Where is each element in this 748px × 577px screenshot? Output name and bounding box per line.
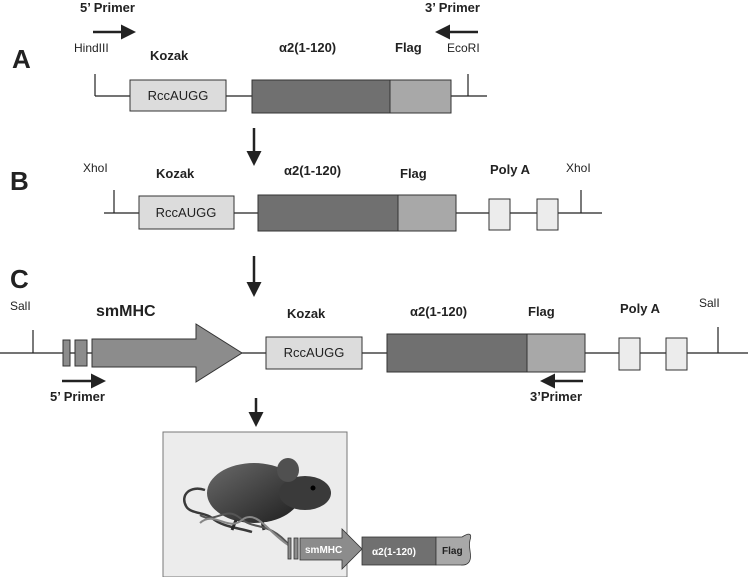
panel-b-flag-box xyxy=(397,194,457,232)
panel-c-polya-box-2 xyxy=(665,337,688,371)
mouse-body xyxy=(207,463,301,523)
panel-a-3-primer-label: 3’ Primer xyxy=(425,0,480,15)
panel-b-polya-label: Poly A xyxy=(490,162,531,177)
panel-b-kozak-box xyxy=(138,195,235,230)
panel-c-polya-label: Poly A xyxy=(620,301,661,316)
mouse-eye xyxy=(310,485,316,491)
mouse-illustration xyxy=(183,458,331,534)
panel-a-site-right: EcoRI xyxy=(447,41,480,55)
mouse-construct-exon-2 xyxy=(293,537,299,560)
mouse-construct-promoter-arrow xyxy=(299,528,363,570)
panel-c-exon-bar-2 xyxy=(74,339,88,367)
panel-a-site-left: HindIII xyxy=(74,41,109,55)
panel-c-exon-bar-1 xyxy=(62,339,71,367)
dna-strand-1 xyxy=(199,512,291,547)
panel-c-flag-label: Flag xyxy=(528,304,555,319)
mouse-head xyxy=(279,476,331,510)
panel-c-3-primer-label: 3’Primer xyxy=(530,389,582,404)
dna-helix xyxy=(199,512,291,547)
panel-c-5-primer-label: 5’ Primer xyxy=(50,389,105,404)
panel-b-polya-box-2 xyxy=(536,198,559,231)
panel-c-promoter-arrow xyxy=(91,323,243,383)
panel-b-gene-box xyxy=(257,194,399,232)
dna-strand-2 xyxy=(199,516,291,547)
mouse-panel: smMHC α2(1-120) Flag xyxy=(162,431,472,577)
panel-b: B XhoI XhoI Kozak α2(1-120) Flag Poly A … xyxy=(10,161,602,232)
panel-c-kozak-label: Kozak xyxy=(287,306,326,321)
mouse-construct-gene-box xyxy=(361,536,437,566)
panel-b-kozak-seq: RccAUGG xyxy=(156,205,217,220)
panel-a-flag-label: Flag xyxy=(395,40,422,55)
mouse-tail xyxy=(183,487,253,534)
panel-b-flag-label: Flag xyxy=(400,166,427,181)
panel-b-kozak-label: Kozak xyxy=(156,166,195,181)
panel-b-letter: B xyxy=(10,166,29,196)
panel-c-letter: C xyxy=(10,264,29,294)
panel-a-kozak-box xyxy=(129,79,227,112)
mouse-construct-exon-1 xyxy=(287,537,292,560)
panel-b-gene-label: α2(1-120) xyxy=(284,163,341,178)
panel-c-polya-box-1 xyxy=(618,337,641,371)
panel-c-site-right: SalI xyxy=(699,296,720,310)
panel-c-kozak-seq: RccAUGG xyxy=(284,345,345,360)
panel-a-kozak-seq: RccAUGG xyxy=(148,88,209,103)
panel-c-kozak-box xyxy=(265,336,363,370)
panel-c-promoter-label: smMHC xyxy=(96,303,156,320)
panel-a: A 5’ Primer 3’ Primer HindIII EcoRI Koza… xyxy=(12,0,487,114)
mouse-ear xyxy=(277,458,299,482)
panel-b-polya-box-1 xyxy=(488,198,511,231)
panel-a-flag-box xyxy=(389,79,452,114)
mouse-construct-promoter-label: smMHC xyxy=(305,545,342,556)
mouse-construct-gene-label: α2(1-120) xyxy=(372,547,416,558)
panel-a-5-primer-label: 5’ Primer xyxy=(80,0,135,15)
panel-c-site-left: SalI xyxy=(10,299,31,313)
mouse-construct-flag-label: Flag xyxy=(442,546,463,557)
mouse-construct-flag-tag xyxy=(435,533,472,566)
panel-a-letter: A xyxy=(12,44,31,74)
panel-a-gene-box xyxy=(251,79,391,114)
panel-c: C SalI SalI smMHC Kozak α2(1-120) Flag P… xyxy=(0,264,748,404)
panel-c-gene-label: α2(1-120) xyxy=(410,304,467,319)
panel-a-kozak-label: Kozak xyxy=(150,48,189,63)
panel-b-site-right: XhoI xyxy=(566,161,591,175)
panel-c-flag-box xyxy=(526,333,586,373)
panel-a-gene-label: α2(1-120) xyxy=(279,40,336,55)
panel-c-gene-box xyxy=(386,333,528,373)
panel-b-site-left: XhoI xyxy=(83,161,108,175)
